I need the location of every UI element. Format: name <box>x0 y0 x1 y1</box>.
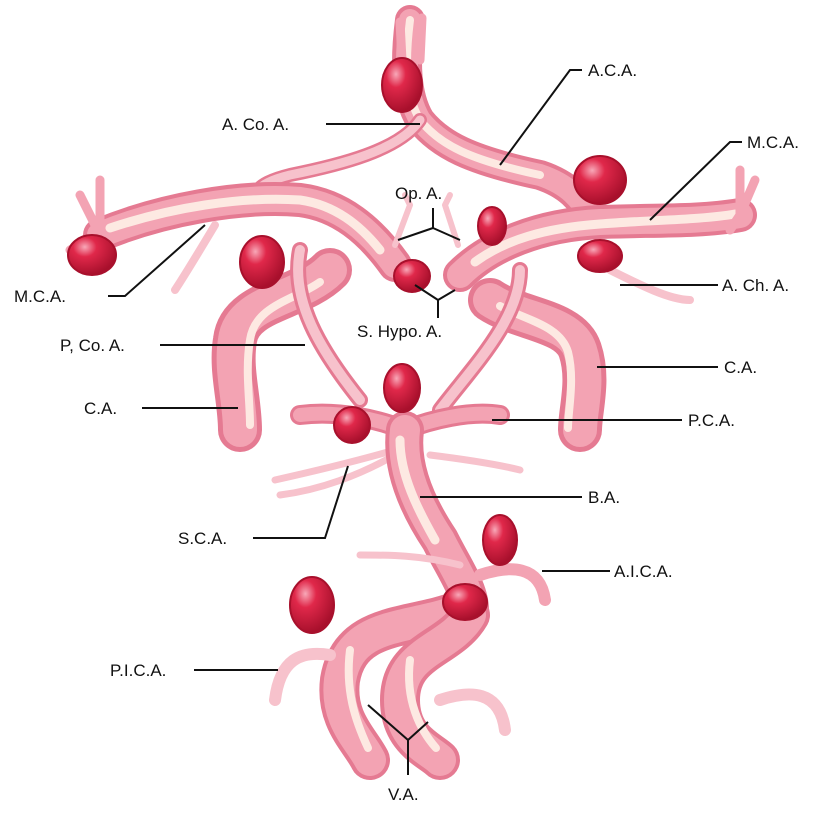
label-aca: A.C.A. <box>588 61 637 80</box>
anterior-inferior-cerebellar-artery <box>480 569 545 600</box>
aneurysm <box>478 207 506 245</box>
aneurysm <box>240 236 284 288</box>
label-ba: B.A. <box>588 488 620 507</box>
label-aica: A.I.C.A. <box>614 562 673 581</box>
label-mca-right: M.C.A. <box>747 133 799 152</box>
label-mca-left: M.C.A. <box>14 287 66 306</box>
label-opa: Op. A. <box>395 184 442 203</box>
label-va: V.A. <box>388 785 419 804</box>
label-sca: S.C.A. <box>178 529 227 548</box>
aneurysm <box>290 577 334 633</box>
label-acoa: A. Co. A. <box>222 115 289 134</box>
label-pcoa: P, Co. A. <box>60 336 125 355</box>
label-shypoa: S. Hypo. A. <box>357 322 442 341</box>
label-pica: P.I.C.A. <box>110 661 166 680</box>
aneurysm <box>483 515 517 565</box>
aneurysms <box>68 58 626 633</box>
leader-aca <box>500 70 582 165</box>
aneurysm <box>574 156 626 204</box>
aneurysm <box>68 235 116 275</box>
label-pca: P.C.A. <box>688 411 735 430</box>
label-ca-left: C.A. <box>84 399 117 418</box>
label-ca-right: C.A. <box>724 358 757 377</box>
aneurysm <box>578 240 622 272</box>
aneurysm <box>394 260 430 292</box>
leader-shypoa <box>415 285 455 318</box>
aneurysm <box>443 584 487 620</box>
label-acha: A. Ch. A. <box>722 276 789 295</box>
aneurysm <box>382 58 422 112</box>
aneurysm <box>384 364 420 412</box>
aneurysm <box>334 407 370 443</box>
